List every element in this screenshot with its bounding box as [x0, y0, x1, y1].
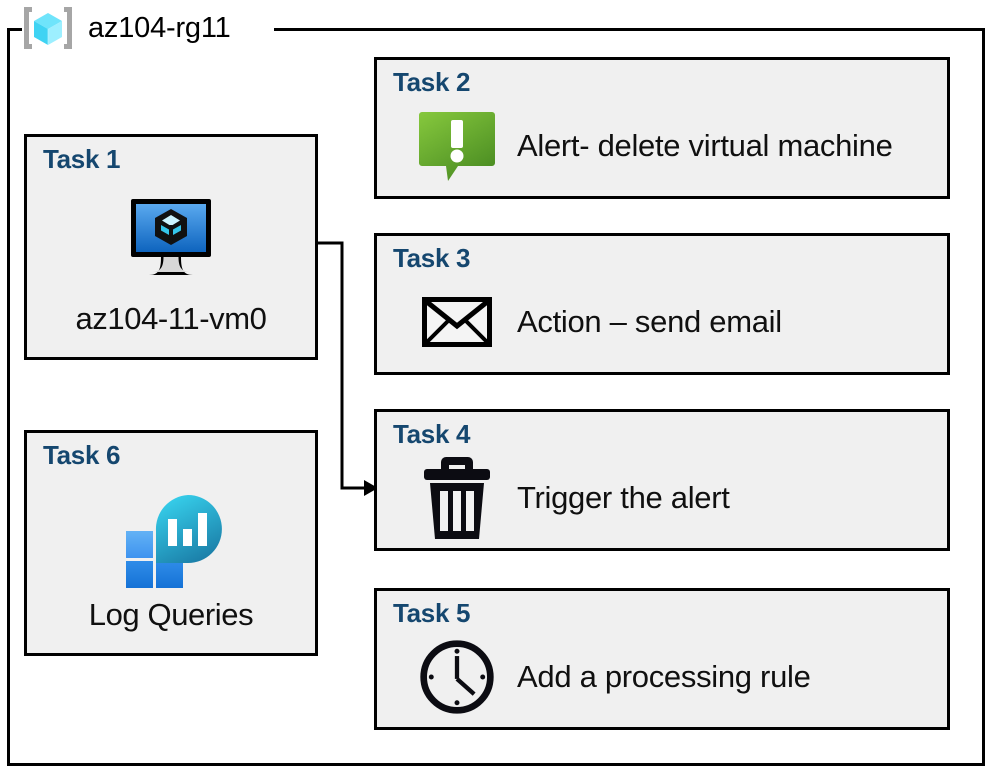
- card-task2-icon-wrap: [417, 109, 497, 183]
- alert-bubble-icon: [419, 112, 495, 181]
- card-task5[interactable]: Task 5 Add a processing rule: [374, 588, 950, 730]
- card-task3-label: Action – send email: [517, 304, 782, 339]
- card-task6[interactable]: Task 6: [24, 430, 318, 656]
- resource-group-label: az104-rg11: [20, 0, 231, 56]
- resource-group-name: az104-rg11: [88, 11, 231, 44]
- resource-group-container: [7, 28, 985, 766]
- card-task1[interactable]: Task 1 az104-11-vm0: [24, 134, 318, 360]
- card-task5-icon-wrap: [417, 635, 497, 719]
- card-task4[interactable]: Task 4 Trigger the alert: [374, 409, 950, 551]
- card-task3-icon-wrap: [417, 293, 497, 351]
- card-task4-title: Task 4: [393, 419, 471, 449]
- card-task2-label: Alert- delete virtual machine: [517, 128, 893, 163]
- card-task4-icon-wrap: [417, 453, 497, 543]
- card-task1-label: az104-11-vm0: [75, 301, 267, 336]
- virtual-machine-icon: [131, 199, 211, 275]
- log-analytics-icon: [126, 495, 222, 588]
- card-task3[interactable]: Task 3 Action – send email: [374, 233, 950, 375]
- envelope-icon: [422, 297, 492, 347]
- card-task4-label: Trigger the alert: [517, 480, 730, 515]
- azure-resource-group-icon: [24, 7, 72, 49]
- card-task5-title: Task 5: [393, 598, 471, 628]
- card-task2-title: Task 2: [393, 67, 471, 97]
- card-task6-label: Log Queries: [88, 597, 254, 632]
- card-task6-title: Task 6: [43, 440, 121, 470]
- clock-icon: [420, 640, 494, 714]
- card-task3-title: Task 3: [393, 243, 471, 273]
- card-task5-label: Add a processing rule: [517, 659, 811, 694]
- trash-icon: [424, 457, 490, 539]
- card-task1-title: Task 1: [43, 144, 121, 174]
- resource-group-label-gap: [22, 18, 274, 40]
- card-task2[interactable]: Task 2 Alert- delete virtual machine: [374, 57, 950, 199]
